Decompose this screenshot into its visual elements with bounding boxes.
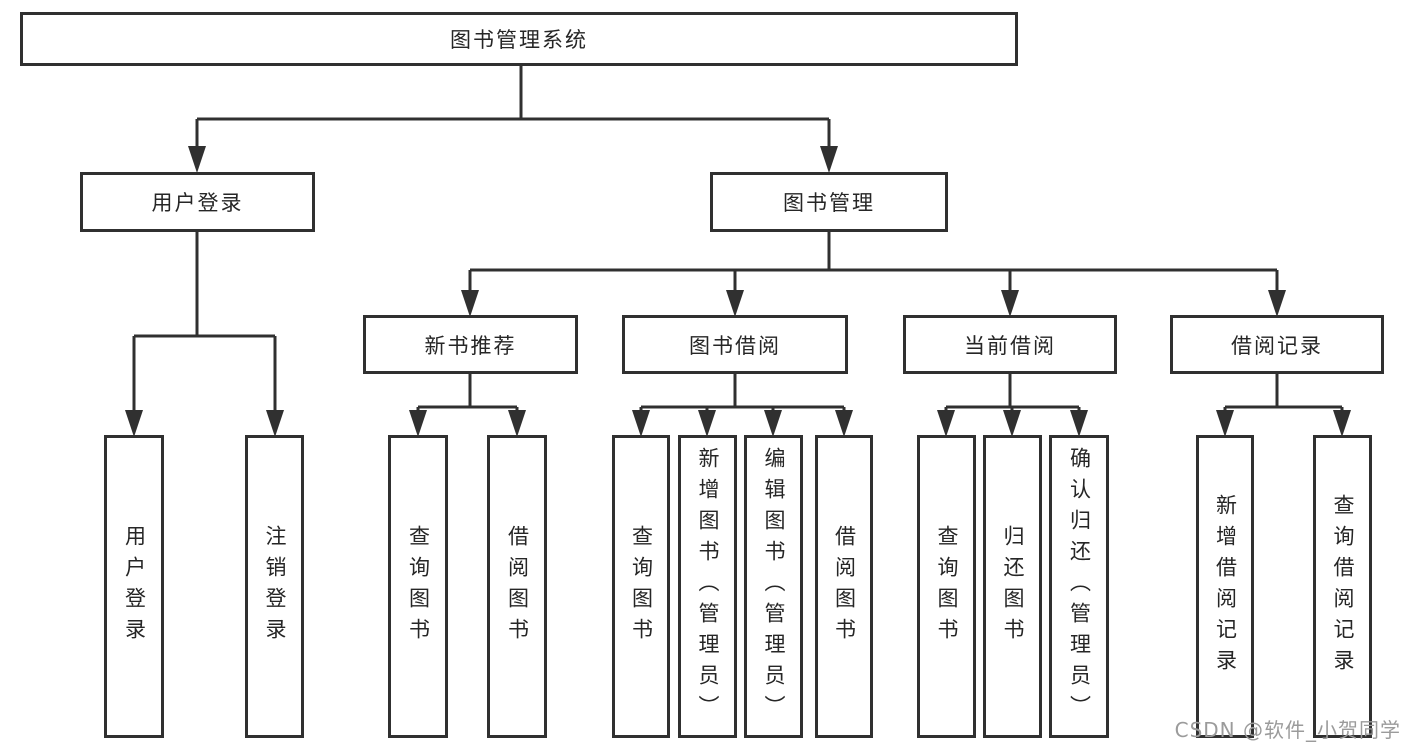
watermark: CSDN @软件_小贺同学: [1174, 718, 1401, 742]
leaf-query-books-current: 查询图书: [917, 435, 976, 738]
node-label: 注销登录: [263, 524, 287, 649]
node-library-system: 图书管理系统: [20, 12, 1018, 66]
leaf-user-login: 用户登录: [104, 435, 164, 738]
leaf-borrow-books-recommend: 借阅图书: [487, 435, 547, 738]
leaf-logout: 注销登录: [245, 435, 304, 738]
leaf-query-books-borrowing: 查询图书: [612, 435, 670, 738]
node-label: 查询图书: [629, 524, 654, 649]
leaf-add-borrow-record: 新增借阅记录: [1196, 435, 1254, 738]
leaf-edit-book-admin: 编辑图书（管理员）: [744, 435, 803, 738]
leaf-query-books-recommend: 查询图书: [388, 435, 448, 738]
leaf-borrow-books-borrowing: 借阅图书: [815, 435, 873, 738]
node-label: 图书借阅: [689, 333, 781, 358]
leaf-query-borrow-record: 查询借阅记录: [1313, 435, 1372, 738]
arrowheads: [125, 146, 1351, 437]
node-book-borrowing: 图书借阅: [622, 315, 848, 374]
node-label: 查询借阅记录: [1331, 493, 1355, 680]
node-label: 归还图书: [1001, 524, 1025, 649]
node-new-book-recommend: 新书推荐: [363, 315, 578, 374]
node-book-management: 图书管理: [710, 172, 948, 232]
node-borrow-records: 借阅记录: [1170, 315, 1384, 374]
node-label: 图书管理: [783, 191, 875, 215]
node-label: 确认归还（管理员）: [1067, 447, 1092, 726]
leaf-return-books: 归还图书: [983, 435, 1042, 738]
node-label: 当前借阅: [964, 333, 1056, 358]
node-label: 借阅图书: [832, 524, 857, 649]
node-label: 借阅图书: [505, 524, 530, 649]
node-label: 图书管理系统: [450, 28, 588, 52]
node-label: 新书推荐: [424, 333, 517, 358]
node-label: 借阅记录: [1231, 333, 1323, 358]
node-current-borrowing: 当前借阅: [903, 315, 1117, 374]
leaf-confirm-return-admin: 确认归还（管理员）: [1049, 435, 1109, 738]
node-user-login: 用户登录: [80, 172, 315, 232]
node-label: 查询图书: [935, 524, 959, 649]
node-label: 新增借阅记录: [1213, 493, 1238, 680]
node-label: 新增图书（管理员）: [696, 447, 720, 726]
node-label: 编辑图书（管理员）: [762, 447, 786, 726]
node-label: 用户登录: [151, 191, 244, 215]
node-label: 用户登录: [122, 524, 147, 649]
node-label: 查询图书: [406, 524, 431, 649]
leaf-add-book-admin: 新增图书（管理员）: [678, 435, 737, 738]
